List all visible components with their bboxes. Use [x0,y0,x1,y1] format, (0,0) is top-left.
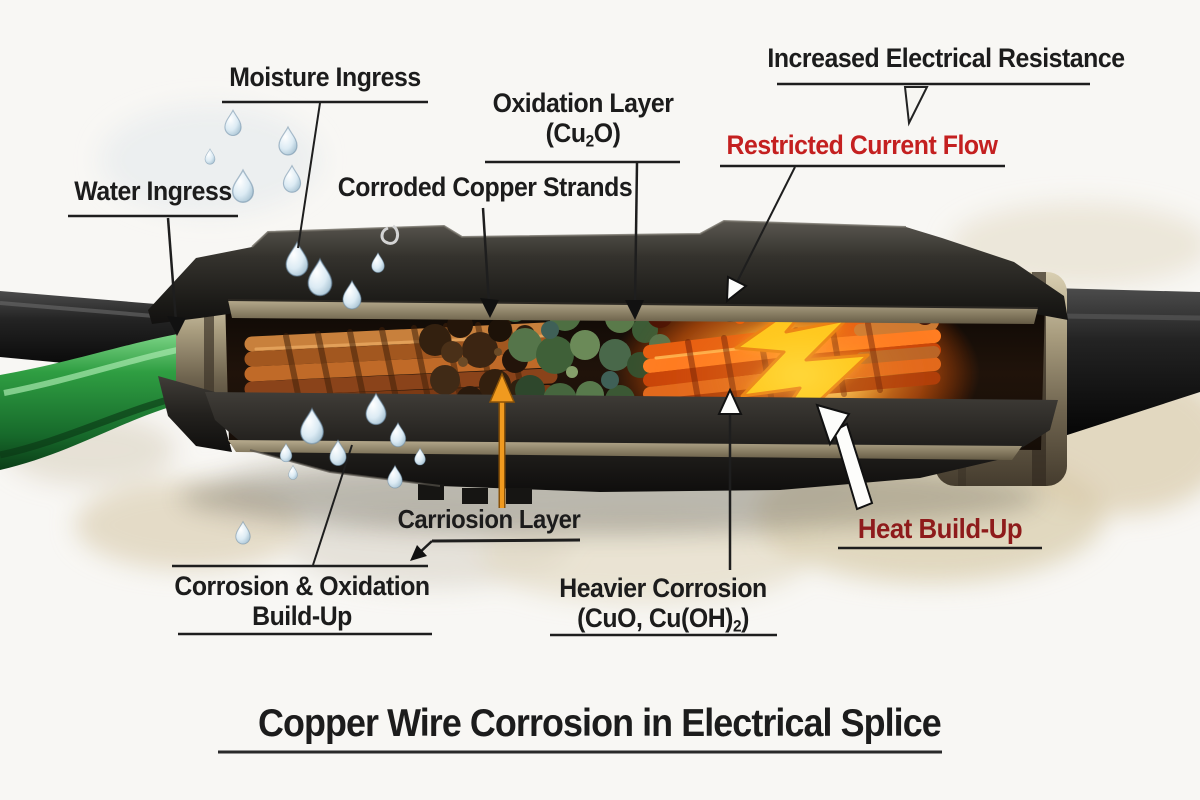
moisture-leader [297,102,321,249]
label-increased-electrical-resistance: Increased Electrical Resistance [767,43,1125,73]
buildup-line2: Build-Up [252,601,352,632]
label-moisture-ingress: Moisture Ingress [229,62,421,92]
label-heat-buildup: Heat Build-Up [857,513,1023,544]
heat-arrow [815,403,874,511]
oxidation-layer-formula: (Cu2O) [545,118,621,151]
annotation-lines [68,82,1090,754]
water-arrowhead [167,316,186,336]
heavier-arrowhead [717,387,743,415]
corroded-leader [481,207,491,305]
oxidation-layer-line1: Oxidation Layer [492,88,674,118]
label-water-ingress: Water Ingress [74,176,232,206]
buildup-line1: Corrosion & Oxidation [174,571,430,601]
label-restricted-current-flow: Restricted Current Flow [726,130,998,160]
carriosion-arrowhead [410,545,427,561]
heavier-formula: (CuO, Cu(OH)2) [577,603,749,636]
splice-housing-top [148,219,1068,324]
oxidation-arrowhead [625,300,644,320]
right-black-cable [1050,288,1200,438]
label-corroded-copper-strands: Corroded Copper Strands [337,172,633,202]
restricted-leader [734,166,796,287]
annotation-arrowheads [167,86,929,561]
corrosion-layer-orange-arrow [488,372,516,508]
carriosion-underline [431,538,581,543]
restricted-arrowhead [725,275,748,304]
label-oxidation-layer: Oxidation Layer (Cu2O) [445,88,721,152]
label-corrosion-oxidation-buildup: Corrosion & Oxidation Build-Up [164,571,440,631]
corroded-arrowhead [480,298,499,318]
buildup-leader [312,444,353,566]
wire-clip-icon [380,224,400,245]
label-heavier-corrosion: Heavier Corrosion (CuO, Cu(OH)2) [516,573,810,637]
increased-wedge-pointer [903,86,929,127]
label-carriosion-layer: Carriosion Layer [397,504,581,534]
water-leader [166,217,178,323]
heavier-line1: Heavier Corrosion [559,573,767,603]
diagram-title: Copper Wire Corrosion in Electrical Spli… [258,702,942,745]
oxidation-leader [633,162,639,307]
